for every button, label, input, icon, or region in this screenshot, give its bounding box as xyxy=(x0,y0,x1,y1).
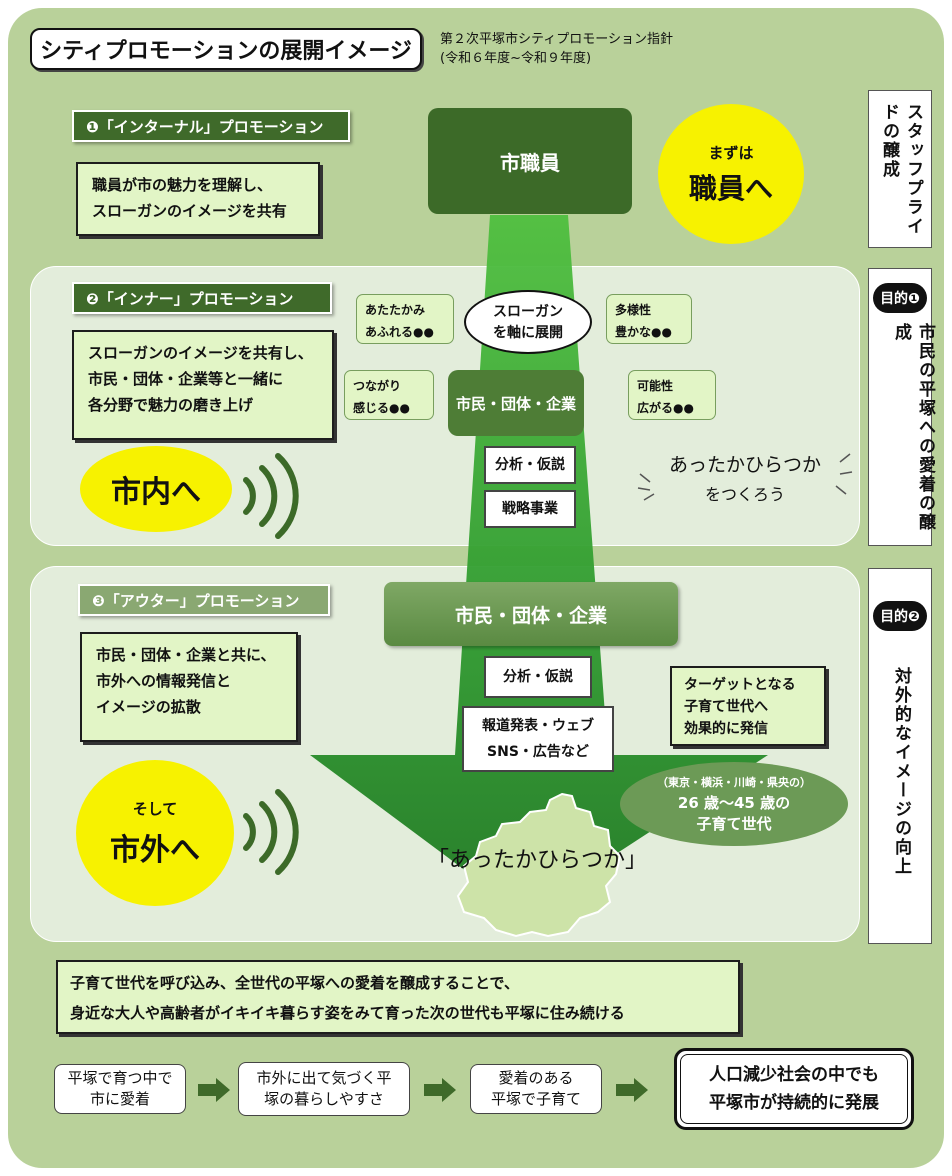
city-outside-big: 市外へ xyxy=(110,832,200,868)
staff-pride-text: スタッフプライドの醸成 xyxy=(879,103,923,236)
tag-connection: つながり 感じる●● xyxy=(344,370,434,420)
outer-media-box: 報道発表・ウェブ SNS・広告など xyxy=(462,706,614,772)
city-outside-small: そして xyxy=(132,799,178,818)
goal1-box: 目的❶ 市民の平塚への愛着の醸成 xyxy=(868,268,935,546)
sparkle-lines-right xyxy=(835,453,853,495)
summary-box: 子育て世代を呼び込み、全世代の平塚への愛着を醸成することで、 身近な大人や高齢者… xyxy=(56,960,740,1034)
city-staff-box: 市職員 xyxy=(428,108,632,214)
goal2-box: 目的❷ 対外的なイメージの向上 xyxy=(868,568,932,944)
city-outside-oval: そして 市外へ xyxy=(76,760,234,906)
subtitle: 第２次平塚市シティプロモーション指針 (令和６年度~令和９年度) xyxy=(440,30,673,68)
broadcast-waves-icon xyxy=(243,453,299,539)
broadcast-waves-icon-2 xyxy=(243,789,299,875)
hiratsuka-city-map xyxy=(456,792,622,938)
tag-warmth: あたたかみ あふれる●● xyxy=(356,294,454,344)
flow-step-3: 愛着のある 平塚で子育て xyxy=(470,1064,602,1114)
inner-description: スローガンのイメージを共有し、 市民・団体・企業等と一緒に 各分野で魅力の磨き上… xyxy=(72,330,334,440)
outer-description: 市民・団体・企業と共に、 市外への情報発信と イメージの拡散 xyxy=(80,632,298,742)
inner-header: ❷「インナー」プロモーション xyxy=(72,282,332,314)
summary-line1: 子育て世代を呼び込み、全世代の平塚への愛着を醸成することで、 xyxy=(70,974,519,992)
staff-oval-small: まずは xyxy=(708,143,754,162)
outer-analysis-box: 分析・仮説 xyxy=(484,656,592,698)
page-title: シティプロモーションの展開イメージ xyxy=(30,28,422,70)
goal1-text: 市民の平塚への愛着の醸成 xyxy=(891,323,935,532)
tag-possibility: 可能性 広がる●● xyxy=(628,370,716,420)
tag-diversity: 多様性 豊かな●● xyxy=(606,294,692,344)
flow-final-outer: 人口減少社会の中でも 平塚市が持続的に発展 xyxy=(674,1048,914,1130)
target-oval-line2: 26 歳～45 歳の xyxy=(677,794,791,812)
internal-description: 職員が市の魅力を理解し、 スローガンのイメージを共有 xyxy=(76,162,320,236)
catchphrase: あったかひらつか をつくろう xyxy=(660,450,830,505)
target-oval: （東京・横浜・川崎・県央の） 26 歳～45 歳の 子育て世代 xyxy=(620,762,848,846)
flow-step-2: 市外に出て気づく平 塚の暮らしやすさ xyxy=(238,1062,410,1116)
city-inside-label: 市内へ xyxy=(111,475,201,510)
flow-arrow-icon-3 xyxy=(616,1078,648,1102)
subtitle-line1: 第２次平塚市シティプロモーション指針 xyxy=(440,32,673,47)
flow-final: 人口減少社会の中でも 平塚市が持続的に発展 xyxy=(680,1054,908,1124)
flow-step-1: 平塚で育つ中で 市に愛着 xyxy=(54,1064,186,1114)
flow-arrow-icon-2 xyxy=(424,1078,456,1102)
outer-citizens-box: 市民・団体・企業 xyxy=(384,582,678,646)
outer-header: ❸「アウター」プロモーション xyxy=(78,584,330,616)
staff-oval: まずは 職員へ xyxy=(658,104,804,244)
city-inside-oval: 市内へ xyxy=(80,446,232,532)
target-oval-line1: （東京・横浜・川崎・県央の） xyxy=(657,776,811,789)
inner-strategy-box: 戦略事業 xyxy=(484,490,576,528)
city-label: 「あったかひらつか」 xyxy=(426,848,647,873)
target-oval-line3: 子育て世代 xyxy=(696,815,772,833)
sparkle-lines-left xyxy=(637,473,655,501)
target-box: ターゲットとなる 子育て世代へ 効果的に発信 xyxy=(670,666,826,746)
catchphrase-line1: あったかひらつか xyxy=(668,454,821,476)
staff-oval-big: 職員へ xyxy=(688,171,773,205)
inner-citizens-box: 市民・団体・企業 xyxy=(448,370,584,436)
summary-line2: 身近な大人や高齢者がイキイキ暮らす姿をみて育った次の世代も平塚に住み続ける xyxy=(70,1004,625,1022)
flow-arrow-icon-1 xyxy=(198,1078,230,1102)
staff-pride-box: スタッフプライドの醸成 xyxy=(868,90,932,248)
goal2-badge: 目的❷ xyxy=(873,601,927,631)
goal1-badge: 目的❶ xyxy=(873,283,927,313)
inner-analysis-box: 分析・仮説 xyxy=(484,446,576,484)
catchphrase-line2: をつくろう xyxy=(704,485,785,504)
internal-header: ❶「インターナル」プロモーション xyxy=(72,110,350,142)
goal2-text: 対外的なイメージの向上 xyxy=(891,667,911,876)
subtitle-line2: (令和６年度~令和９年度) xyxy=(440,51,592,66)
slogan-oval: スローガン を軸に展開 xyxy=(464,290,592,354)
